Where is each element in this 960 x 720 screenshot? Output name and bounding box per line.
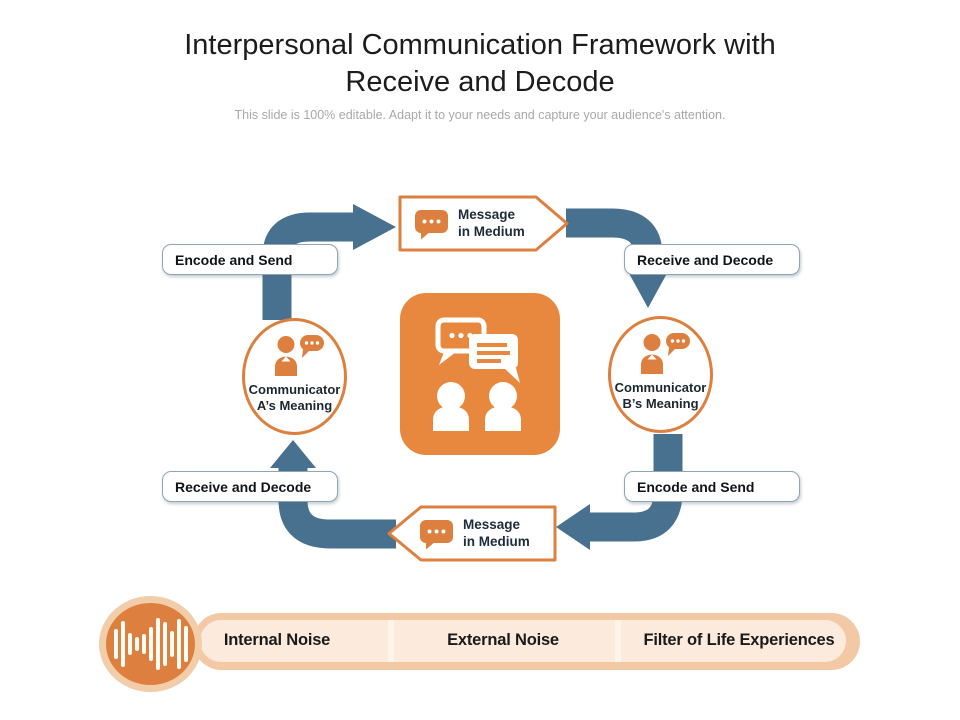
sound-wave-icon [99,596,202,692]
message-text: Message in Medium [463,516,530,550]
message-line1: Message [463,517,521,532]
communicator-line1: Communicator [248,382,341,397]
step-label-text: Receive and Decode [175,478,312,495]
message-line2: in Medium [463,534,530,549]
noise-bar-divider [388,620,394,662]
conversation-hub [400,293,560,455]
conversation-icon [433,317,521,431]
step-label-text: Encode and Send [637,478,755,495]
noise-item-internal: Internal Noise [223,631,331,649]
communicator-b-ellipse: Communicator B’s Meaning [608,316,713,433]
noise-item-filter: Filter of Life Experiences [643,631,835,649]
message-in-medium-bottom: Message in Medium [386,505,558,562]
communicator-b-text: Communicator B’s Meaning [611,380,710,411]
noise-bar [200,620,846,662]
person-speech-icon [640,333,690,374]
communicator-line1: Communicator [614,380,707,395]
step-label-text: Encode and Send [175,251,293,268]
noise-item-external: External Noise [447,631,559,649]
step-label-receive-decode-top: Receive and Decode [624,244,800,275]
message-text: Message in Medium [458,206,525,240]
message-in-medium-top: Message in Medium [398,195,570,252]
chat-dots-icon [420,520,453,550]
message-line2: in Medium [458,224,525,239]
page-title: Interpersonal Communication Framework wi… [184,29,776,98]
step-label-encode-send-top: Encode and Send [162,244,338,275]
chat-dots-icon [415,210,448,240]
person-speech-icon [274,335,324,376]
message-line1: Message [458,207,516,222]
noise-bar-divider [615,620,621,662]
communicator-a-text: Communicator A’s Meaning [245,382,344,413]
communicator-a-ellipse: Communicator A’s Meaning [242,318,347,435]
slide-subtitle: This slide is 100% editable. Adapt it to… [234,108,726,122]
step-label-receive-decode-bottom: Receive and Decode [162,471,338,502]
communicator-line2: A’s Meaning [256,397,333,413]
step-label-text: Receive and Decode [637,251,774,268]
step-label-encode-send-bottom: Encode and Send [624,471,800,502]
communicator-line2: B’s Meaning [622,395,699,411]
